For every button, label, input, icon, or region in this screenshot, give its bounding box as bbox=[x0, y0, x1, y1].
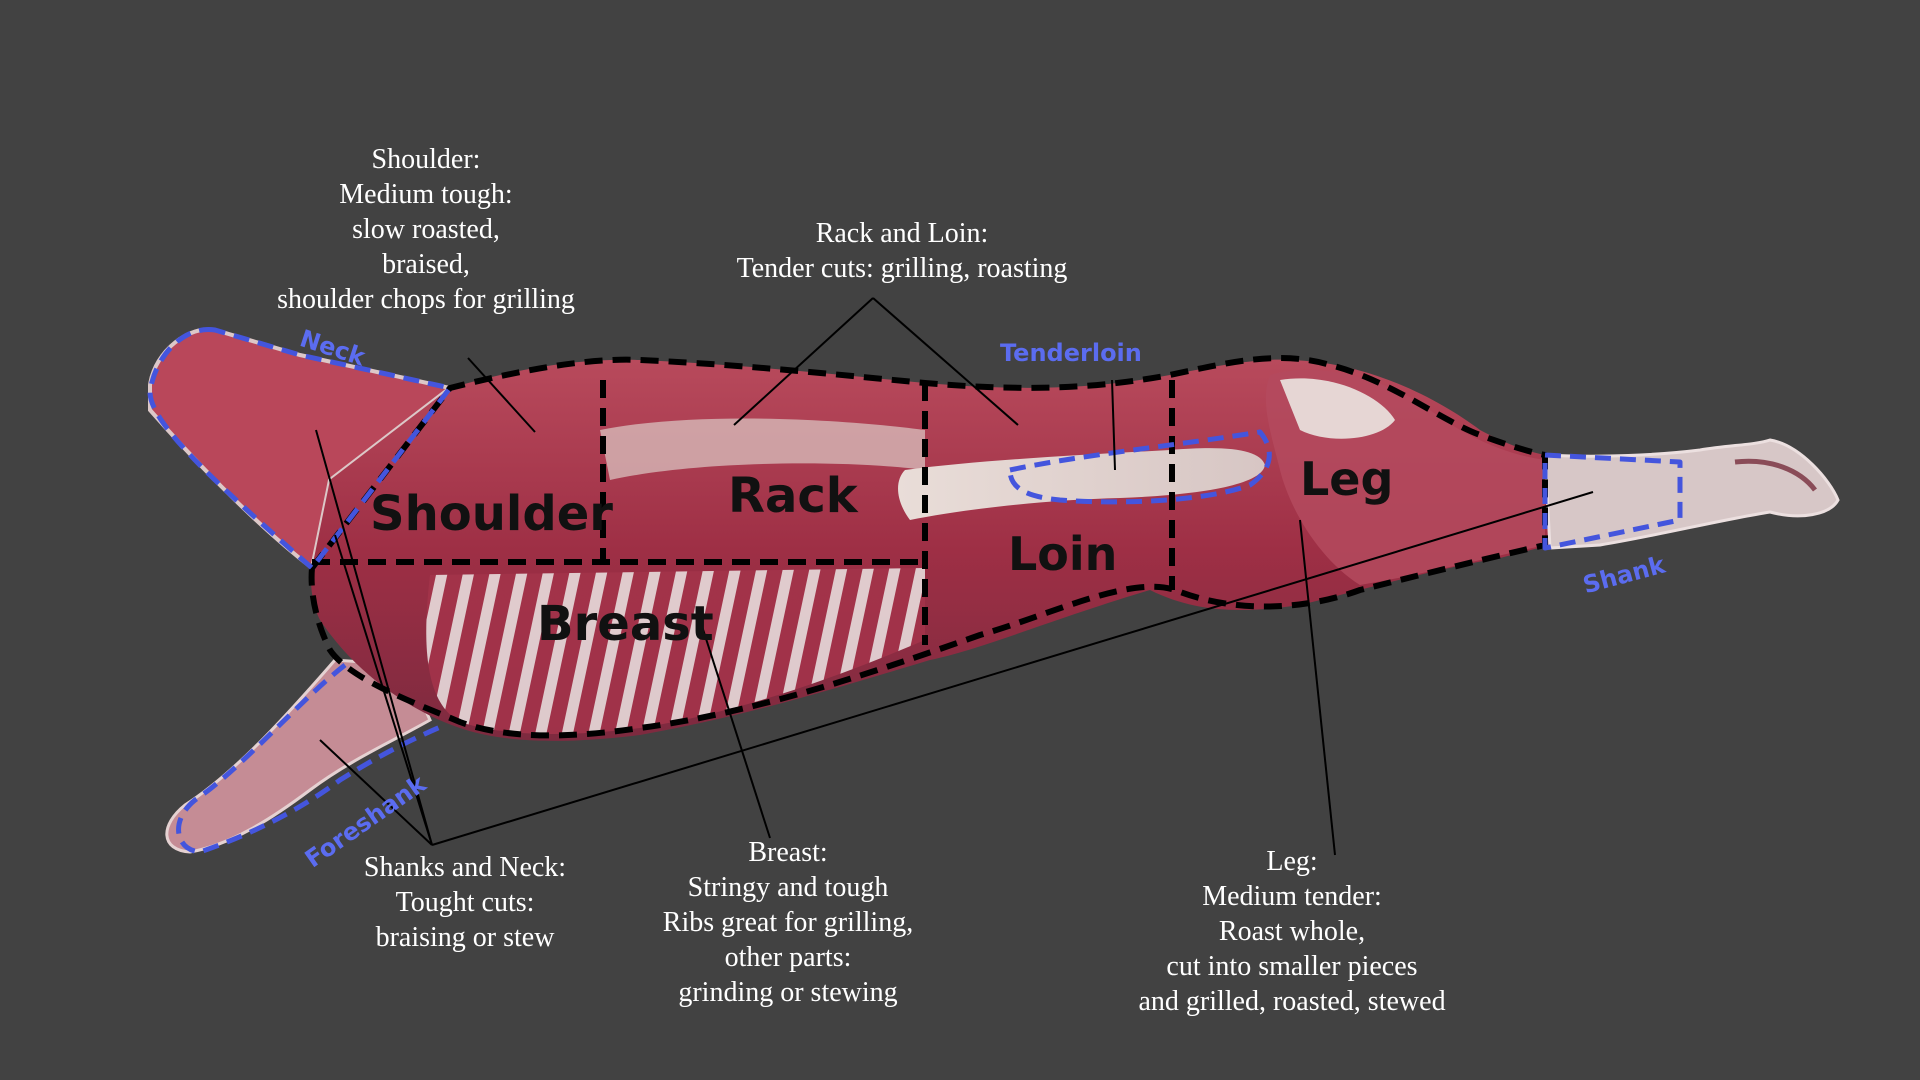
breast-desc-line-4: other parts: bbox=[725, 942, 852, 973]
foreshank-outline bbox=[176, 663, 446, 855]
leg-desc-line-1: Leg: bbox=[1266, 846, 1317, 877]
primal-cut-outlines bbox=[308, 355, 1548, 739]
shoulder-desc-line-2: Medium tough: bbox=[339, 179, 512, 210]
rack-loin-desc-line-2: Tender cuts: grilling, roasting bbox=[737, 253, 1068, 284]
shanks-neck-desc-line-2: Tought cuts: bbox=[396, 887, 535, 918]
tenderloin-outline bbox=[1007, 429, 1272, 505]
breast-desc-line-1: Breast: bbox=[748, 837, 827, 868]
cut-labels: Shoulder Rack Breast Loin Leg bbox=[370, 452, 1393, 652]
shanks-neck-desc-line-1: Shanks and Neck: bbox=[364, 852, 566, 883]
breast-desc-line-2: Stringy and tough bbox=[688, 872, 889, 903]
shanks-neck-desc-line-3: braising or stew bbox=[376, 922, 556, 953]
tenderloin-label: Tenderloin bbox=[1000, 339, 1142, 367]
neck-outline bbox=[147, 326, 453, 571]
minor-cut-outlines bbox=[147, 326, 1683, 855]
leader-lines bbox=[315, 297, 1594, 856]
breast-description: Breast: Stringy and tough Ribs great for… bbox=[663, 837, 913, 1008]
shoulder-desc-line-5: shoulder chops for grilling bbox=[277, 284, 575, 315]
breast-label: Breast bbox=[537, 596, 714, 652]
leg-desc-line-5: and grilled, roasted, stewed bbox=[1138, 986, 1445, 1017]
rack-loin-desc-line-1: Rack and Loin: bbox=[816, 218, 989, 249]
shank-label: Shank bbox=[1580, 550, 1669, 599]
leg-label: Leg bbox=[1300, 452, 1393, 506]
shanks-neck-description: Shanks and Neck: Tought cuts: braising o… bbox=[364, 852, 566, 953]
leg-description: Leg: Medium tender: Roast whole, cut int… bbox=[1138, 846, 1445, 1017]
breast-desc-line-3: Ribs great for grilling, bbox=[663, 907, 913, 938]
leg-desc-line-2: Medium tender: bbox=[1202, 881, 1382, 912]
rack-loin-description: Rack and Loin: Tender cuts: grilling, ro… bbox=[737, 218, 1068, 284]
shoulder-label: Shoulder bbox=[370, 486, 613, 542]
shoulder-description: Shoulder: Medium tough: slow roasted, br… bbox=[277, 144, 575, 315]
leg-desc-line-3: Roast whole, bbox=[1219, 916, 1365, 947]
shoulder-desc-line-1: Shoulder: bbox=[372, 144, 481, 175]
breast-desc-line-5: grinding or stewing bbox=[678, 977, 897, 1008]
loin-label: Loin bbox=[1008, 527, 1117, 581]
lamb-carcass-image bbox=[148, 327, 1840, 854]
shoulder-desc-line-3: slow roasted, bbox=[352, 214, 500, 245]
shoulder-desc-line-4: braised, bbox=[382, 249, 470, 280]
leg-desc-line-4: cut into smaller pieces bbox=[1166, 951, 1417, 982]
shank-outline bbox=[1542, 452, 1683, 551]
rack-label: Rack bbox=[728, 468, 859, 524]
